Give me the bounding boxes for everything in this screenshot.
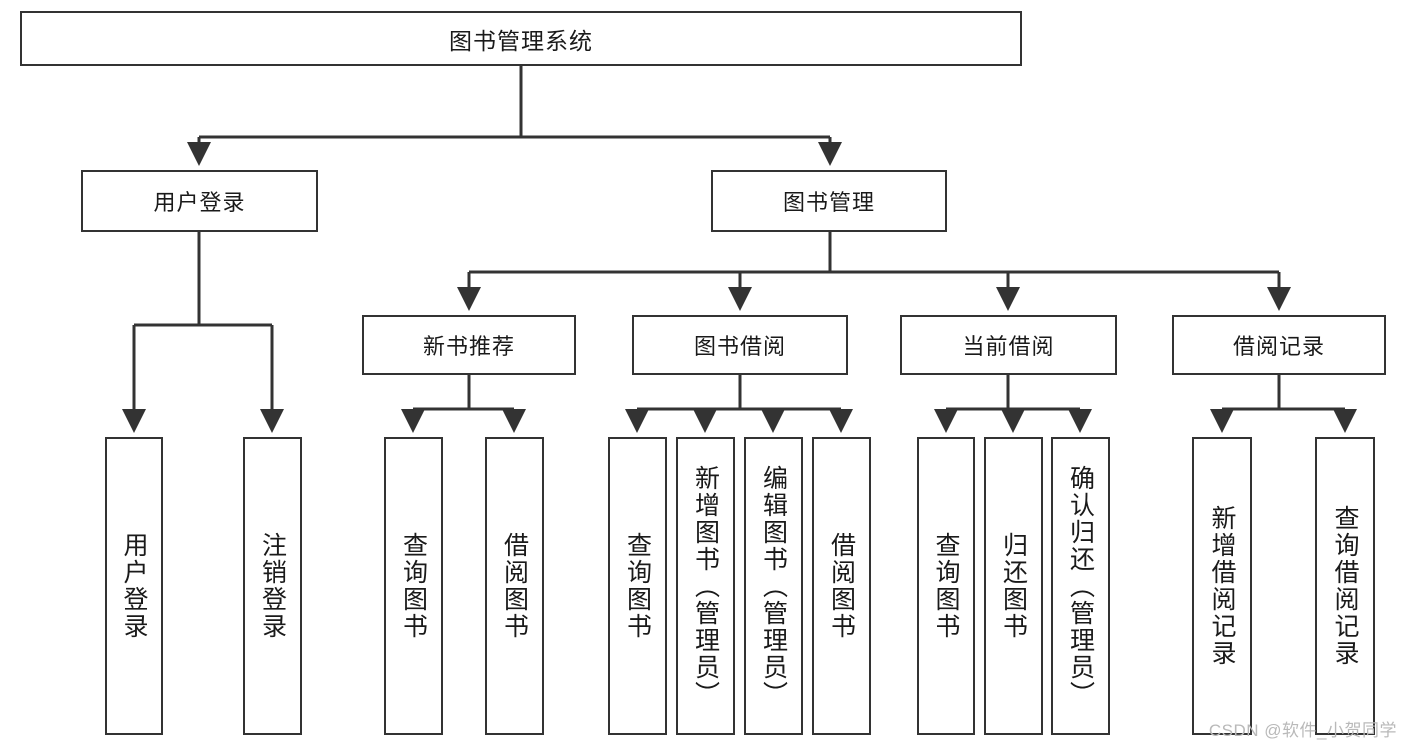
node-leaf-return-book[interactable]: 归还图书: [984, 437, 1043, 735]
node-leaf-query-book-1[interactable]: 查询图书: [384, 437, 443, 735]
node-leaf-user-logout[interactable]: 注销登录: [243, 437, 302, 735]
node-leaf-add-book[interactable]: 新增图书（管理员）: [676, 437, 735, 735]
node-leaf-borrow-book-2[interactable]: 借阅图书: [812, 437, 871, 735]
node-leaf-edit-book[interactable]: 编辑图书（管理员）: [744, 437, 803, 735]
node-leaf-query-record[interactable]: 查询借阅记录: [1315, 437, 1375, 735]
csdn-watermark: CSDN @软件_小贺同学: [1208, 721, 1397, 740]
node-current-borrow[interactable]: 当前借阅: [900, 315, 1117, 375]
node-leaf-add-record[interactable]: 新增借阅记录: [1192, 437, 1252, 735]
node-book-manage[interactable]: 图书管理: [711, 170, 947, 232]
node-root[interactable]: 图书管理系统: [20, 11, 1022, 66]
node-leaf-confirm-return[interactable]: 确认归还（管理员）: [1051, 437, 1110, 735]
node-leaf-query-book-2[interactable]: 查询图书: [608, 437, 667, 735]
node-leaf-borrow-book-1[interactable]: 借阅图书: [485, 437, 544, 735]
node-book-borrow[interactable]: 图书借阅: [632, 315, 848, 375]
node-leaf-query-book-3[interactable]: 查询图书: [917, 437, 975, 735]
node-user-login[interactable]: 用户登录: [81, 170, 318, 232]
node-leaf-user-login[interactable]: 用户登录: [105, 437, 163, 735]
node-new-book-recommend[interactable]: 新书推荐: [362, 315, 576, 375]
node-borrow-record[interactable]: 借阅记录: [1172, 315, 1386, 375]
